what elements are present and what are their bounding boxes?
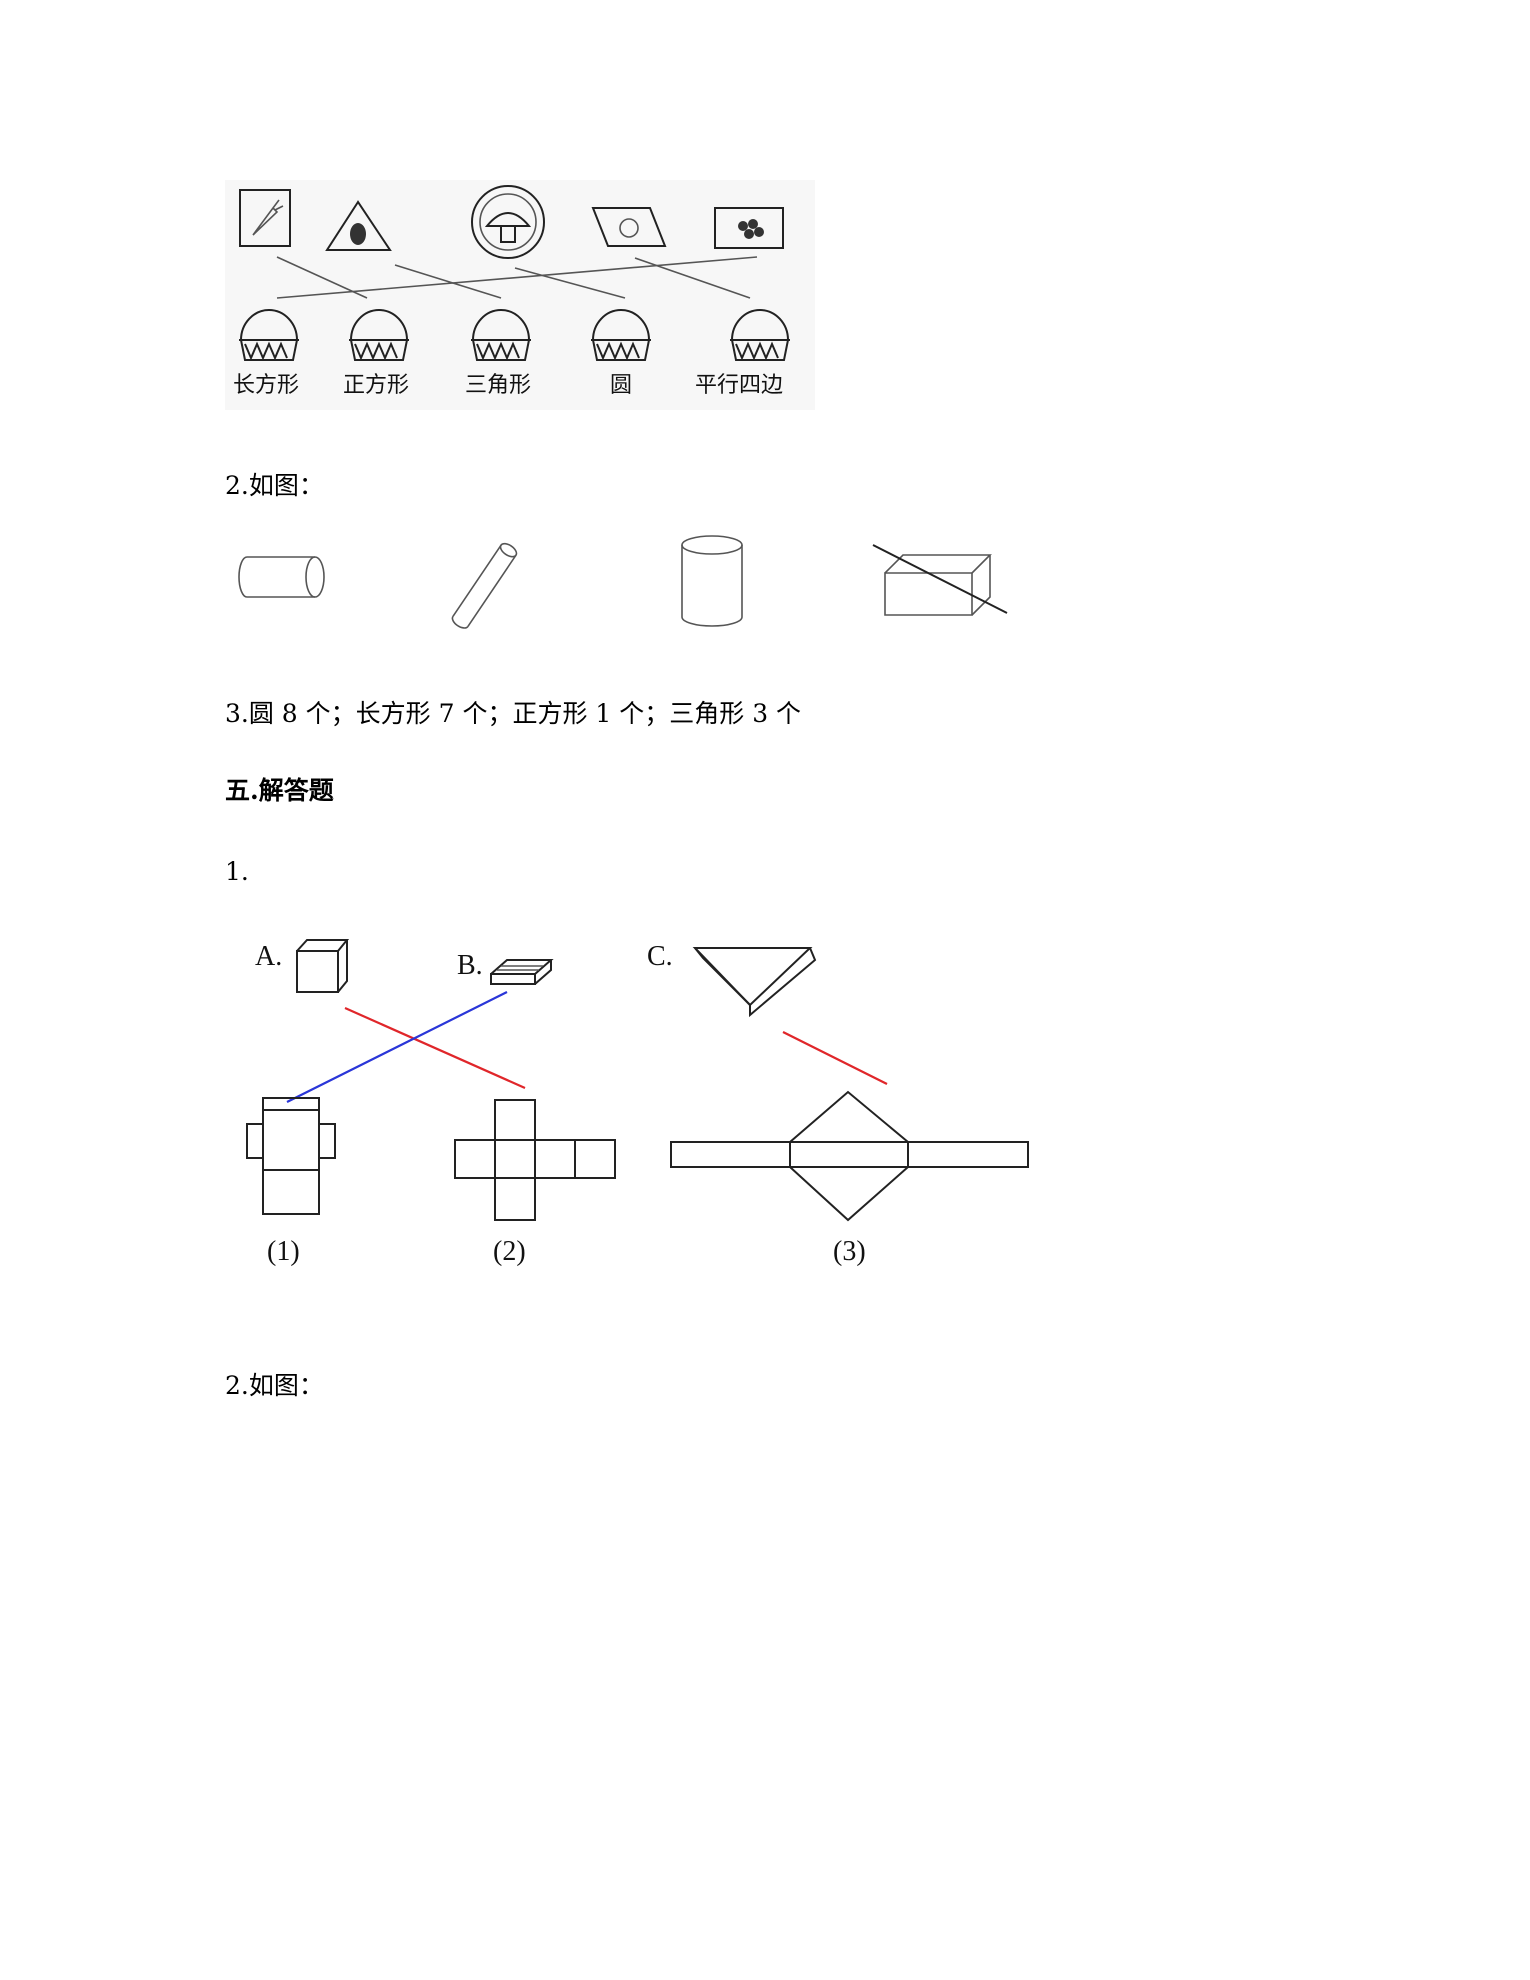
square-shape xyxy=(239,189,291,247)
strawberry-icon xyxy=(350,223,366,245)
net-2 xyxy=(454,1099,616,1221)
flat-box-solid xyxy=(490,959,554,985)
basket-rectangle xyxy=(239,309,299,361)
cube-solid xyxy=(296,939,350,993)
basket-square xyxy=(349,309,409,361)
label-parallelogram: 平行四边 xyxy=(695,373,783,398)
section-title: 五.解答题 xyxy=(225,776,334,805)
shape-basket-figure: 长方形 正方形 三角形 圆 平行四边 xyxy=(225,180,815,410)
answer-2-label: 2.如图： xyxy=(225,1371,324,1400)
net-3 xyxy=(670,1090,1029,1222)
circle-shape xyxy=(471,185,545,259)
parallelogram-shape xyxy=(591,207,667,247)
basket-circle xyxy=(591,309,651,361)
crossed-box xyxy=(872,544,1008,616)
label-net-3: (3) xyxy=(833,1236,866,1267)
label-net-2: (2) xyxy=(493,1236,526,1267)
answer-1-number: 1. xyxy=(225,857,249,886)
label-net-1: (1) xyxy=(267,1236,300,1267)
triangular-prism-solid xyxy=(692,947,817,1018)
question-3-answer: 3.圆 8 个；长方形 7 个；正方形 1 个；三角形 3 个 xyxy=(225,699,802,728)
red-line-A-to-2 xyxy=(344,1006,526,1090)
horizontal-cylinder xyxy=(238,556,325,598)
triangle-shape xyxy=(325,200,392,251)
rectangle-shape xyxy=(714,207,784,249)
label-A: A. xyxy=(255,941,282,972)
question-2-label: 2.如图： xyxy=(225,471,324,500)
label-C: C. xyxy=(647,941,673,972)
net-1 xyxy=(246,1097,336,1215)
mushroom-icon xyxy=(484,212,532,243)
blue-line-B-to-1 xyxy=(286,991,508,1103)
upright-cylinder xyxy=(681,535,743,627)
label-B: B. xyxy=(457,950,483,981)
grapes-icon xyxy=(738,219,764,239)
cylinder-figure xyxy=(238,535,1008,629)
red-line-C-to-3 xyxy=(782,1031,888,1085)
label-circle: 圆 xyxy=(610,373,632,398)
label-triangle: 三角形 xyxy=(465,373,531,398)
label-square: 正方形 xyxy=(343,373,409,398)
apple-icon xyxy=(619,218,639,238)
tilted-cylinder xyxy=(451,542,518,629)
carrot-icon xyxy=(252,199,284,236)
basket-parallelogram xyxy=(730,309,790,361)
label-rectangle: 长方形 xyxy=(233,373,299,398)
basket-triangle xyxy=(471,309,531,361)
nets-figure: A. B. C. (1) xyxy=(246,939,1029,1267)
